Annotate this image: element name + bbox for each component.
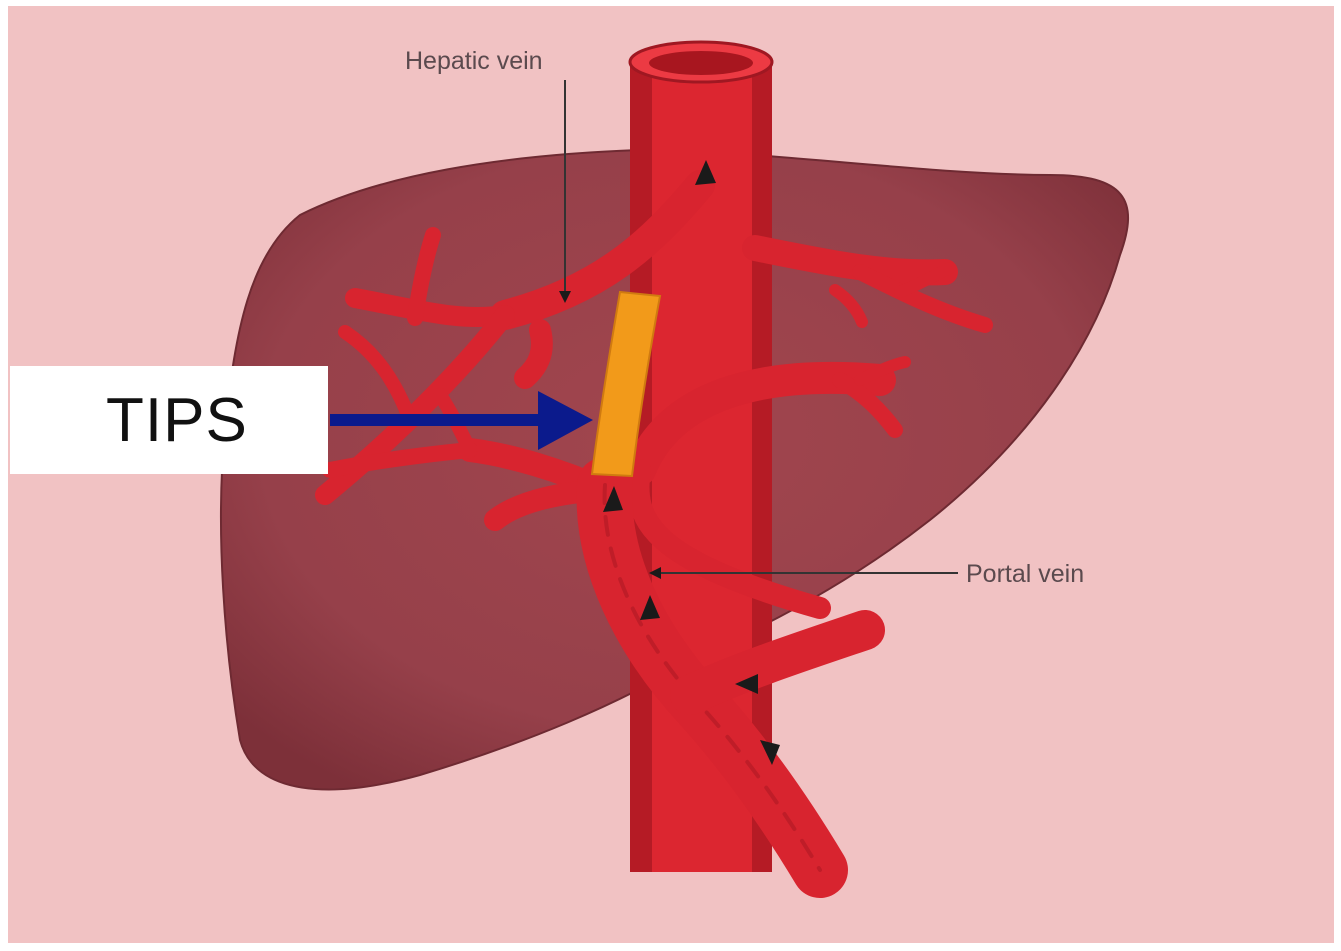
tips-callout-box: TIPS (10, 366, 328, 474)
portal-vein-label: Portal vein (966, 560, 1084, 589)
tips-label: TIPS (106, 385, 248, 456)
hepatic-vein-label: Hepatic vein (405, 47, 543, 76)
